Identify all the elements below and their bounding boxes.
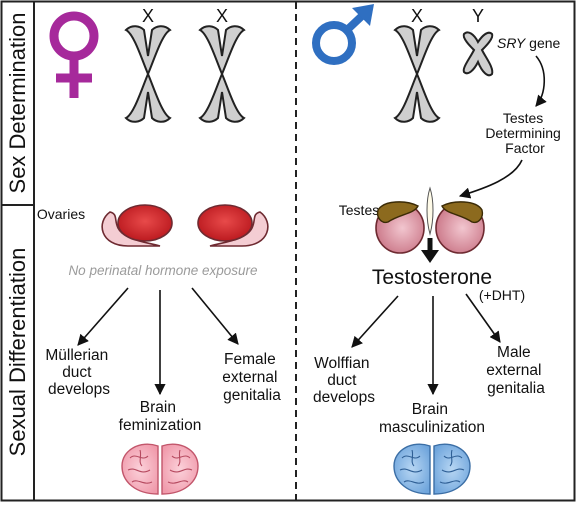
male-chromosome-2-letter: Y (472, 6, 484, 26)
sex-determination-label: Sex Determination (5, 13, 30, 194)
female-x-chromosome-1 (125, 25, 171, 123)
female-chromosome-1-letter: X (142, 6, 154, 26)
ovaries-label: Ovaries (37, 206, 85, 222)
testes-to-testosterone-arrowhead (421, 250, 439, 263)
blue-brain-icon (393, 443, 471, 495)
arrow-to-male-genitalia (465, 293, 501, 343)
no-hormone-exposure-note: No perinatal hormone exposure (68, 263, 257, 278)
male-genitalia-text: Male external genitalia (486, 344, 545, 397)
arrow-to-female-genitalia (191, 287, 239, 345)
arrow-tdf-to-testes (458, 159, 523, 199)
female-genitalia-text: Female external genitalia (222, 351, 281, 404)
wolffian-duct-text: Wolffian duct develops (313, 355, 375, 406)
female-symbol-icon (49, 11, 99, 98)
male-symbol-icon (312, 4, 374, 65)
sry-gene-label: SRY gene (497, 35, 561, 51)
brain-feminization-text: Brain feminization (119, 399, 202, 434)
arrow-to-mullerian (77, 287, 129, 346)
male-y-chromosome (462, 31, 494, 77)
arrow-sry-to-tdf (535, 55, 547, 107)
female-x-chromosome-2 (199, 25, 245, 123)
testes-illustration (375, 186, 485, 254)
testes-determining-factor-text: Testes Determining Factor (485, 110, 564, 156)
female-chromosome-2-letter: X (216, 6, 228, 26)
mullerian-duct-text: Müllerian duct develops (45, 347, 112, 398)
brain-masculinization-text: Brain masculinization (379, 401, 485, 436)
dht-label: (+DHT) (479, 287, 525, 303)
ovaries-illustration (101, 204, 269, 247)
male-chromosome-1-letter: X (411, 6, 423, 26)
sexual-differentiation-label: Sexual Differentiation (5, 248, 30, 457)
testosterone-label: Testosterone (372, 266, 492, 289)
testes-label: Testes (339, 202, 379, 218)
arrow-to-wolffian (351, 295, 399, 348)
pink-brain-icon (121, 443, 199, 495)
male-x-chromosome (394, 25, 440, 123)
